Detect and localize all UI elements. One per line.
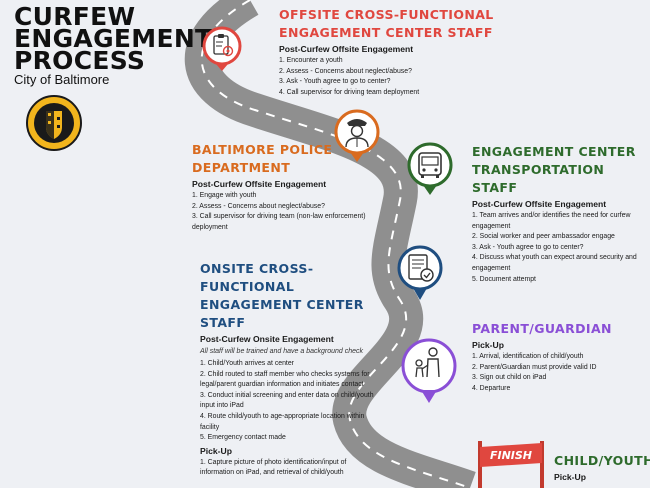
transport-list: 1. Team arrives and/or identifies the ne… — [472, 211, 644, 285]
transport-item-3: 3. Ask - Youth agree to go to center? — [472, 243, 584, 251]
offsite-list: 1. Encounter a youth 2. Assess - Concern… — [279, 56, 519, 98]
police-subheading: Post-Curfew Offsite Engagement — [192, 179, 327, 189]
police-list: 1. Engage with youth 2. Assess - Concern… — [192, 191, 368, 233]
transport-item-2: 2. Social worker and peer ambassador eng… — [472, 233, 615, 241]
parent-section: PARENT/GUARDIAN Pick-Up 1. Arrival, iden… — [472, 320, 622, 394]
transport-heading-line-2: TRANSPORTATION STAFF — [472, 162, 605, 195]
transport-item-1: 1. Team arrives and/or identifies the ne… — [472, 212, 631, 230]
offsite-item-1: 1. Encounter a youth — [279, 57, 343, 64]
police-heading-line-2: DEPARTMENT — [192, 160, 291, 175]
police-officer-icon — [334, 109, 380, 162]
onsite-heading-line-1: ONSITE CROSS-FUNCTIONAL — [200, 261, 314, 294]
onsite-heading-line-2: ENGAGEMENT CENTER STAFF — [200, 297, 364, 330]
youth-heading: CHILD/YOUTH — [554, 453, 650, 468]
parent-item-1: 1. Arrival, identification of child/yout… — [472, 353, 584, 360]
police-item-1: 1. Engage with youth — [192, 192, 257, 199]
onsite-item-3: 3. Conduct initial screening and enter d… — [200, 391, 374, 410]
parent-item-3: 3. Sign out child on iPad — [472, 374, 547, 382]
finish-label: FINISH — [490, 449, 532, 462]
onsite-note: All staff will be trained and have a bac… — [200, 348, 364, 355]
transport-item-4: 4. Discuss what youth can expect around … — [472, 254, 637, 272]
onsite-pickup-list: 1. Capture picture of photo identificati… — [200, 458, 380, 479]
youth-section: CHILD/YOUTH Pick-Up — [554, 452, 650, 482]
youth-subheading: Pick-Up — [554, 472, 586, 482]
parent-item-4: 4. Departure — [472, 384, 511, 392]
title-line-3: PROCESS — [14, 46, 146, 75]
transport-heading-line-1: ENGAGEMENT CENTER — [472, 144, 636, 159]
title-line-2: ENGAGEMENT — [14, 24, 213, 53]
onsite-item-4: 4. Route child/youth to age-appropriate … — [200, 412, 365, 431]
page-title: CURFEW ENGAGEMENT PROCESS — [14, 2, 213, 75]
onsite-item-5: 5. Emergency contact made — [200, 434, 286, 442]
parent-subheading: Pick-Up — [472, 340, 504, 350]
parent-heading: PARENT/GUARDIAN — [472, 321, 612, 336]
onsite-pickup-heading: Pick-Up — [200, 445, 232, 456]
onsite-pickup-item-1: 1. Capture picture of photo identificati… — [200, 458, 347, 477]
police-item-3: 3. Call supervisor for driving team (non… — [192, 213, 366, 231]
onsite-subheading: Post-Curfew Onsite Engagement — [200, 334, 334, 344]
family-icon — [401, 338, 457, 403]
transport-item-5: 5. Document attempt — [472, 275, 536, 283]
onsite-item-1: 1. Child/Youth arrives at center — [200, 360, 294, 367]
offsite-heading-line-1: OFFSITE CROSS-FUNCTIONAL — [279, 7, 494, 22]
transport-heading: ENGAGEMENT CENTER TRANSPORTATION STAFF — [472, 143, 644, 197]
offsite-subheading: Post-Curfew Offsite Engagement — [279, 44, 414, 54]
parent-item-2: 2. Parent/Guardian must provide valid ID — [472, 363, 597, 371]
transport-subheading: Post-Curfew Offsite Engagement — [472, 199, 607, 209]
offsite-item-2: 2. Assess - Concerns about neglect/abuse… — [279, 67, 412, 75]
onsite-list: 1. Child/Youth arrives at center 2. Chil… — [200, 359, 380, 444]
onsite-heading: ONSITE CROSS-FUNCTIONAL ENGAGEMENT CENTE… — [200, 260, 380, 332]
police-item-2: 2. Assess - Concerns about neglect/abuse… — [192, 202, 325, 210]
finish-banner-icon: FINISH — [478, 441, 544, 488]
offsite-item-4: 4. Call supervisor for driving team depl… — [279, 88, 420, 96]
transport-section: ENGAGEMENT CENTER TRANSPORTATION STAFF P… — [472, 143, 644, 285]
onsite-item-2: 2. Child routed to staff member who chec… — [200, 370, 370, 389]
offsite-section: OFFSITE CROSS-FUNCTIONAL ENGAGEMENT CENT… — [279, 6, 519, 98]
police-heading: BALTIMORE POLICE DEPARTMENT — [192, 141, 368, 177]
city-seal-logo — [26, 95, 82, 151]
offsite-item-3: 3. Ask - Youth agree to go to center? — [279, 78, 391, 86]
police-heading-line-1: BALTIMORE POLICE — [192, 142, 333, 157]
onsite-section: ONSITE CROSS-FUNCTIONAL ENGAGEMENT CENTE… — [200, 260, 380, 479]
offsite-heading-line-2: ENGAGEMENT CENTER STAFF — [279, 25, 493, 40]
title-line-1: CURFEW — [14, 2, 136, 31]
police-section: BALTIMORE POLICE DEPARTMENT Post-Curfew … — [192, 141, 368, 233]
parent-list: 1. Arrival, identification of child/yout… — [472, 352, 622, 394]
bus-icon — [407, 142, 453, 195]
offsite-heading: OFFSITE CROSS-FUNCTIONAL ENGAGEMENT CENT… — [279, 6, 519, 42]
clipboard-target-icon — [202, 26, 242, 71]
document-check-icon — [397, 245, 443, 300]
page-subtitle: City of Baltimore — [14, 72, 110, 87]
